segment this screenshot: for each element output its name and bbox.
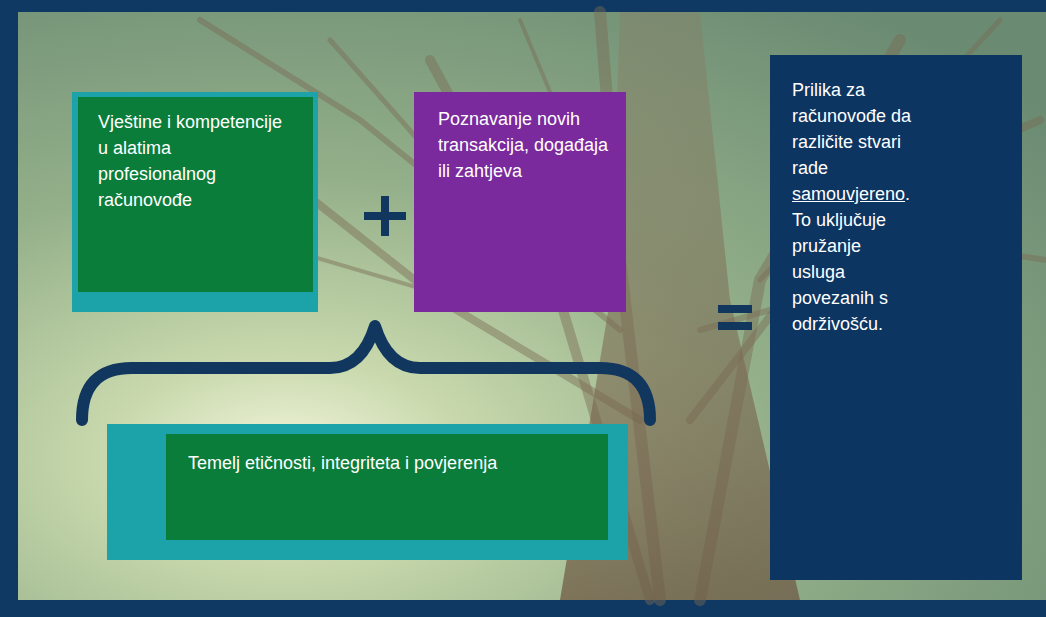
word: održivošću. [792, 314, 883, 334]
word: pružanje [792, 236, 861, 256]
word: samouvjereno. [792, 184, 910, 204]
curly-brace [82, 326, 650, 420]
word: To [792, 210, 816, 230]
equals-bar [718, 322, 752, 330]
box-text: Poznavanje novih transakcija, događaja i… [438, 106, 616, 184]
result-box: Prilika za računovođe da različite stvar… [770, 55, 1022, 580]
underlined-word: samouvjereno [792, 184, 905, 204]
word: računovođe [792, 106, 891, 126]
word: različite [792, 132, 858, 152]
plus-symbol [364, 196, 406, 236]
foundation-box: Temelj etičnosti, integriteta i povjeren… [107, 424, 628, 560]
skill-box: Vještine i kompetencije u alatima profes… [72, 92, 318, 312]
word: stvari [858, 132, 901, 152]
word: Prilika [792, 80, 846, 100]
word: rade [792, 158, 828, 178]
word: usluga [792, 262, 845, 282]
box-text: Prilika za računovođe da različite stvar… [792, 77, 912, 337]
photo-canopy [18, 12, 1046, 600]
word: uključuje [816, 210, 886, 230]
equals-symbol [718, 305, 752, 330]
inner-panel: Vještine i kompetencije u alatima profes… [78, 97, 313, 292]
word: da [891, 106, 911, 126]
word: za [846, 80, 865, 100]
word-tail: . [905, 184, 910, 204]
plus-bar [381, 196, 389, 236]
word: s [879, 288, 888, 308]
word: povezanih [792, 288, 879, 308]
knowledge-box: Poznavanje novih transakcija, događaja i… [414, 92, 626, 312]
box-text: Vještine i kompetencije u alatima profes… [98, 109, 293, 213]
box-text: Temelj etičnosti, integriteta i povjeren… [188, 450, 498, 476]
equals-bar [718, 305, 752, 313]
inner-panel: Temelj etičnosti, integriteta i povjeren… [166, 434, 608, 540]
